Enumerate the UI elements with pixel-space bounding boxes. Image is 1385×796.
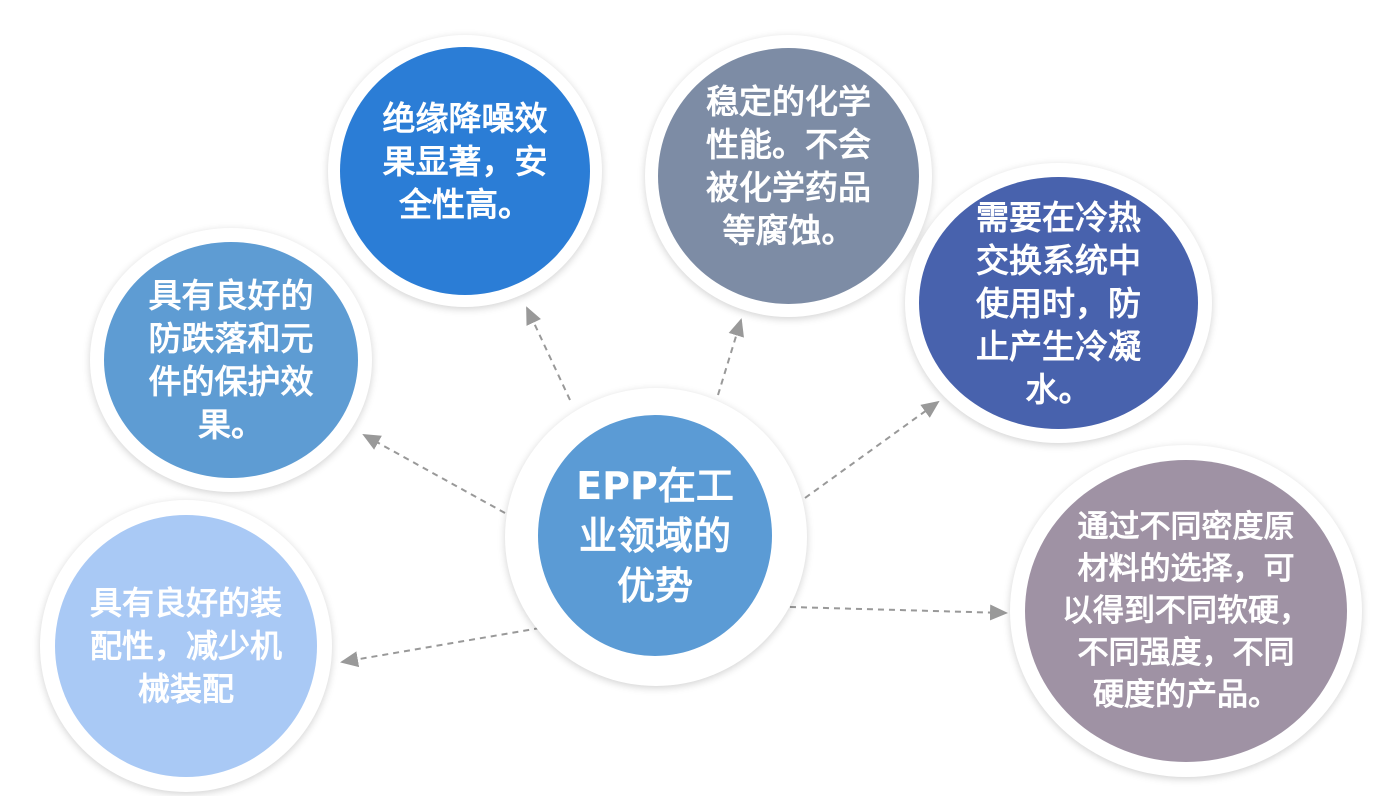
node-protection-circle: 具有良好的 防跌落和元 件的保护效 果。 [104,242,358,478]
text-line: 不同强度，不同 [1077,635,1295,671]
node-assembly-text: 具有良好的装 配性，减少机 械装配 [90,582,282,711]
text-line: 被化学药品 [706,168,871,207]
node-protection-text: 具有良好的 防跌落和元 件的保护效 果。 [149,274,314,446]
text-line: 通过不同密度原 [1077,509,1295,545]
node-chemical: 稳定的化学 性能。不会 被化学药品 等腐蚀。 [645,35,932,317]
text-line: 果。 [198,405,264,444]
text-line: 业领域的 [578,513,731,558]
node-chemical-circle: 稳定的化学 性能。不会 被化学药品 等腐蚀。 [658,48,919,304]
node-insulation-circle: 绝缘降噪效 果显著，安 全性高。 [340,47,590,295]
text-line: 械装配 [137,669,234,708]
text-line: 以得到不同软硬， [1062,593,1310,629]
text-line: 硬度的产品。 [1093,677,1279,713]
node-density: 通过不同密度原 材料的选择，可 以得到不同软硬， 不同强度，不同 硬度的产品。 [1010,445,1362,777]
node-insulation: 绝缘降噪效 果显著，安 全性高。 [328,35,602,307]
center-node-title: EPP在工 业领域的 优势 [576,461,734,611]
text-line: 止产生冷凝 [976,326,1141,366]
arrow-to-assembly [340,627,541,668]
text-line: 具有良好的 [148,276,314,315]
center-node-circle: EPP在工 业领域的 优势 [538,415,772,656]
node-condensation-circle: 需要在冷热 交换系统中 使用时，防 止产生冷凝 水。 [919,177,1198,429]
text-line: 交换系统中 [976,240,1141,280]
node-condensation: 需要在冷热 交换系统中 使用时，防 止产生冷凝 水。 [905,163,1212,443]
node-insulation-text: 绝缘降噪效 果显著，安 全性高。 [383,97,548,226]
text-line: 果显著，安 [382,141,548,181]
node-assembly-circle: 具有良好的装 配性，减少机 械装配 [55,515,317,777]
text-line: 防跌落和元 [148,319,314,358]
text-line: 件的保护效 [148,362,314,401]
text-line: 全性高。 [399,184,531,224]
center-node: EPP在工 业领域的 优势 [505,388,807,686]
text-line: 性能。不会 [706,125,871,164]
text-line: EPP在工 [576,463,734,508]
text-line: 使用时，防 [976,283,1141,323]
node-density-text: 通过不同密度原 材料的选择，可 以得到不同软硬， 不同强度，不同 硬度的产品。 [1062,506,1310,716]
node-condensation-text: 需要在冷热 交换系统中 使用时，防 止产生冷凝 水。 [976,196,1141,411]
text-line: 等腐蚀。 [722,211,855,250]
text-line: 需要在冷热 [976,197,1141,237]
arrow-to-condensation [804,400,940,499]
node-density-circle: 通过不同密度原 材料的选择，可 以得到不同软硬， 不同强度，不同 硬度的产品。 [1025,460,1347,762]
arrow-to-insulation [526,306,571,401]
text-line: 稳定的化学 [706,82,871,121]
text-line: 优势 [616,563,693,608]
node-protection: 具有良好的 防跌落和元 件的保护效 果。 [90,228,372,492]
arrow-to-protection [362,434,506,514]
text-line: 绝缘降噪效 [382,98,548,138]
text-line: 具有良好的装 [89,583,282,622]
text-line: 配性，减少机 [89,626,282,665]
text-line: 水。 [1025,369,1092,409]
node-chemical-text: 稳定的化学 性能。不会 被化学药品 等腐蚀。 [706,80,871,252]
text-line: 材料的选择，可 [1077,551,1295,587]
arrow-to-chemical [717,318,744,396]
arrow-to-density [789,604,1008,621]
node-assembly: 具有良好的装 配性，减少机 械装配 [40,500,332,792]
